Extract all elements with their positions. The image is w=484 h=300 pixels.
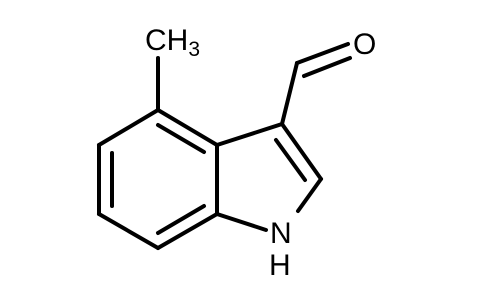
bond-c3-c2-double [274, 138, 307, 182]
bond-c2-n1 [296, 177, 323, 213]
bond-c6-c7 [97, 212, 160, 250]
bond-c7-c7a-double [156, 204, 206, 235]
nitrogen-label: N [270, 217, 292, 250]
methyl-subscript: 3 [188, 38, 200, 61]
bond-cho-o-double [302, 56, 352, 78]
methyl-carbon-text: CH [145, 24, 188, 57]
bond-c7-c7a [156, 212, 219, 250]
bond-c3-cho [280, 61, 299, 126]
bond-c3-c2 [280, 122, 323, 181]
bond-n1-c7a [215, 212, 268, 232]
bond-c3a-c4 [156, 108, 219, 147]
oxygen-label: O [353, 28, 376, 61]
bond-c4-c5 [97, 108, 160, 147]
methyl-label: CH3 [145, 24, 200, 61]
bond-cho-o [295, 42, 350, 65]
nitrogen-hydrogen-label: H [269, 249, 291, 282]
bond-c3a-c4-double [156, 123, 206, 154]
bond-c3a-c3 [215, 122, 284, 147]
